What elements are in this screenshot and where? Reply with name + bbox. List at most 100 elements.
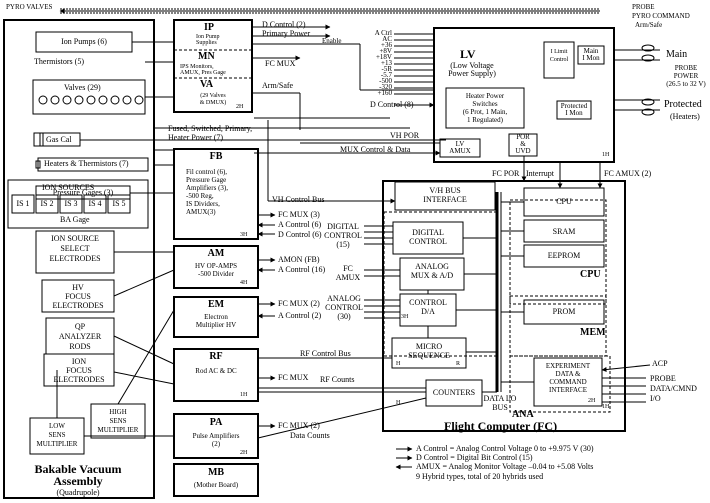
ion-source-select-box: ION SOURCE SELECT ELECTRODES — [49, 234, 101, 263]
fc-mux-2b-label: FC MUX (2) — [278, 421, 320, 430]
digital-control-external-label: DIGITAL CONTROL (15) — [324, 222, 362, 249]
tag-2h: 2H — [588, 398, 596, 404]
lv-signal-0: A Ctrl — [374, 29, 392, 37]
primary-power-label: Primary Power — [262, 29, 311, 38]
data-counts-label: Data Counts — [290, 431, 330, 440]
legend-a-control: A Control = Analog Control Voltage 0 to … — [416, 444, 594, 453]
ip-title: IP — [204, 22, 214, 33]
tag-r: R — [456, 361, 461, 367]
experiment-interface-box: EXPERIMENT DATA & COMMAND INTERFACE — [545, 362, 591, 394]
bakable-vacuum-title: Bakable Vacuum Assembly — [34, 462, 122, 488]
heaters-label: (Heaters) — [670, 112, 700, 121]
analog-mux-box: ANALOG MUX & A/D — [410, 262, 454, 280]
lv-signal-9: -320 — [379, 83, 392, 91]
data-io-bus-label: DATA I/O BUS — [483, 394, 517, 412]
por-uvd-box: POR & UVD — [515, 133, 531, 155]
ion-pumps-box: Ion Pumps (6) — [61, 37, 107, 46]
is-5: IS 5 — [112, 199, 126, 208]
thermistors-label: Thermistors (5) — [34, 57, 84, 66]
probe-pyro-command-label: PROBE PYRO COMMAND — [632, 3, 690, 20]
control-da-box: CONTROL D/A — [409, 298, 447, 316]
fc-amux-label: FC AMUX (2) — [604, 169, 652, 178]
fc-por-label: FC POR — [492, 169, 520, 178]
heater-power-switches-box: Heater Power Switches (6 Prot, 1 Main, 1… — [462, 92, 508, 124]
lv-signal-5: +13 — [381, 59, 392, 67]
em-title: EM — [207, 299, 225, 310]
va-2h: 2H — [236, 104, 244, 110]
arm-safe-label: Arm/Safe — [262, 81, 294, 90]
a-control-2-label: A Control (2) — [278, 311, 322, 320]
mn-sub: IPS Monitors, AMUX, Pres Gage — [180, 64, 226, 76]
analog-control-label: ANALOG CONTROL (30) — [325, 294, 363, 321]
vh-control-bus-label: VH Control Bus — [272, 195, 325, 204]
valves-label: Valves (29) — [64, 83, 101, 92]
flight-computer-title: Flight Computer (FC) — [444, 419, 558, 433]
d-control-2-label: D Control (2) — [262, 20, 306, 29]
rf-1h: 1H — [240, 392, 248, 398]
gas-cal-label: Gas Cal — [46, 135, 72, 144]
main-label: Main — [666, 49, 688, 60]
lv-signal-3: +8V — [379, 47, 392, 55]
tag-3h: 3H — [401, 314, 409, 320]
cpu-group-label: CPU — [580, 269, 601, 280]
mem-group-label: MEM — [580, 327, 606, 338]
fb-sub: Fil control (6), Pressure Gage Amplifier… — [186, 168, 228, 216]
d-control-8-label: D Control (8) — [370, 100, 414, 109]
lv-title: LV — [460, 47, 476, 61]
a-control-16-label: A Control (16) — [278, 265, 326, 274]
am-sub: HV OP-AMPS -500 Divider — [194, 262, 238, 278]
lv-signal-6: -5R — [381, 65, 393, 73]
va-sub: (29 Valves & DMUX) — [199, 93, 227, 106]
interrupt-label: Interrupt — [526, 169, 554, 178]
cpu-box: CPU — [556, 197, 572, 206]
protected-label: Protected — [664, 99, 702, 110]
a-control-6-label: A Control (6) — [278, 220, 322, 229]
fc-mux-2a-label: FC MUX (2) — [278, 299, 320, 308]
low-sens-box: LOW SENS MULTIPLIER — [36, 422, 78, 448]
tag-1h: 1H — [602, 404, 610, 410]
hv-focus-box: HV FOCUS ELECTRODES — [52, 283, 104, 310]
mn-title: MN — [198, 51, 215, 62]
fc-mux-label: FC MUX — [265, 59, 296, 68]
rf-counts-label: RF Counts — [320, 375, 355, 384]
lv-1h: 1H — [602, 152, 610, 158]
lv-signal-1: AC — [382, 35, 392, 43]
legend-hybrid: 9 Hybrid types, total of 20 hybrids used — [416, 472, 544, 481]
ana-label: ANA — [512, 409, 534, 420]
legend-d-control: D Control = Digital Bit Control (15) — [416, 453, 533, 462]
fc-mux-rf-label: FC MUX — [278, 373, 309, 382]
va-title: VA — [200, 79, 214, 90]
enable-label: Enable — [322, 37, 342, 45]
pa-title: PA — [209, 417, 223, 428]
ion-focus-box: ION FOCUS ELECTRODES — [53, 357, 105, 384]
lv-signal-7: -5.7 — [380, 71, 392, 79]
probe-data-label: PROBE DATA/CMND I/O — [650, 374, 697, 403]
rf-title: RF — [209, 351, 223, 362]
lv-signal-2: +36 — [381, 41, 392, 49]
limit-control-box: I Limit Control — [549, 49, 569, 63]
probe-power-label: PROBE POWER (26.5 to 32 V) — [666, 64, 706, 88]
eeprom-box: EEPROM — [547, 251, 581, 260]
ba-gage-label: BA Gage — [60, 215, 90, 224]
ip-sub: Ion Pump Supplies — [196, 34, 220, 46]
is-1: IS 1 — [16, 199, 30, 208]
fb-3h: 3H — [240, 232, 248, 238]
protected-mon-box: Protected I Mon — [560, 102, 588, 117]
digital-control-box: DIGITAL CONTROL — [409, 228, 447, 246]
is-2: IS 2 — [40, 199, 54, 208]
quadrupole-label: (Quadrupole) — [56, 488, 100, 497]
lv-sub: (Low Voltage Power Supply) — [448, 61, 496, 78]
vh-bus-interface-box: V/H BUS INTERFACE — [423, 186, 467, 204]
is-3: IS 3 — [64, 199, 78, 208]
pressure-gages-box: Pressure Gages (3) — [52, 188, 114, 197]
valve-symbols — [38, 95, 144, 105]
heaters-thermistors-box: Heaters & Thermistors (7) — [44, 159, 129, 168]
tag-h1: H — [396, 361, 401, 367]
lv-signal-10: +160 — [377, 89, 392, 97]
amon-fb-label: AMON (FB) — [278, 255, 320, 264]
is-4: IS 4 — [88, 199, 102, 208]
lv-amux-box: LV AMUX — [449, 140, 471, 155]
lv-signal-4: +18V — [375, 53, 392, 61]
